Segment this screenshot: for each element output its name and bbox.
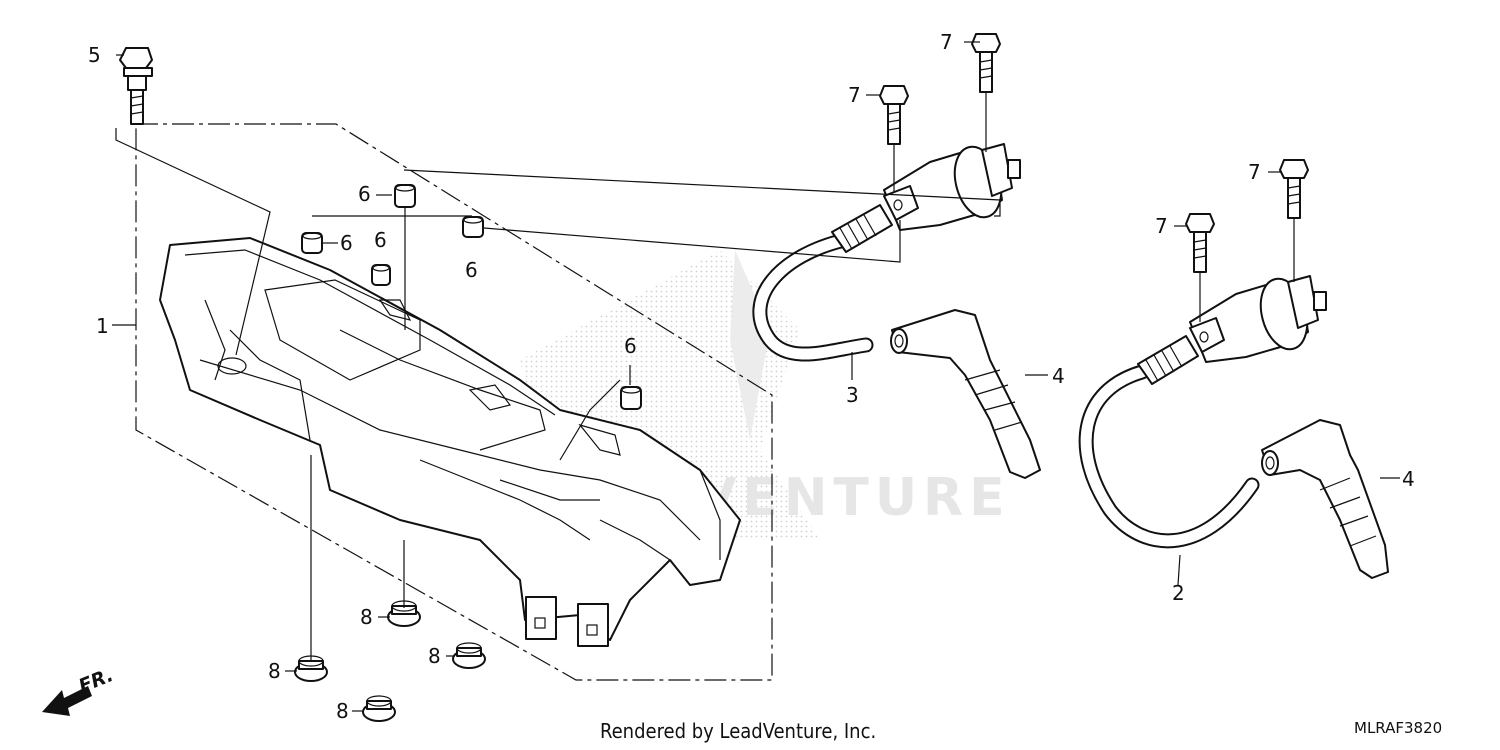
callout-2: 2	[1172, 581, 1185, 605]
callout-7-d: 7	[1155, 214, 1168, 238]
collar-part-6-c	[371, 264, 391, 286]
callout-1: 1	[96, 314, 109, 338]
callouts: 1 2 3 4 4 5 6 6 6 6 6 7 7 7 7 8 8 8 8	[88, 30, 1415, 723]
render-credit: Rendered by LeadVenture, Inc.	[600, 719, 876, 743]
plug-cap-part-4-b	[1261, 419, 1389, 579]
callout-6-e: 6	[624, 334, 637, 358]
ignition-coil-part-2	[1078, 275, 1327, 549]
callout-7-a: 7	[940, 30, 953, 54]
callout-8-b: 8	[268, 659, 281, 683]
leader-lines	[112, 41, 1400, 712]
bolt-part-7-a	[971, 33, 1001, 93]
collar-part-6-d	[462, 216, 484, 238]
nut-part-8-c	[452, 642, 486, 669]
callout-8-c: 8	[428, 644, 441, 668]
callout-4-a: 4	[1052, 364, 1065, 388]
callout-6-b: 6	[340, 231, 353, 255]
bolt-part-7-b	[879, 85, 909, 145]
callout-6-d: 6	[465, 258, 478, 282]
nut-part-8-b	[294, 655, 328, 682]
callout-6-c: 6	[374, 228, 387, 252]
coil-bracket-part-1	[159, 237, 741, 647]
callout-6-a: 6	[358, 182, 371, 206]
callout-3: 3	[846, 383, 859, 407]
assembly-1-enclosure	[135, 123, 773, 681]
callout-5: 5	[88, 43, 101, 67]
ignition-coil-part-3	[752, 143, 1021, 362]
collar-part-6-e	[620, 386, 642, 410]
callout-8-d: 8	[336, 699, 349, 723]
nut-part-8-d	[362, 695, 396, 722]
callout-8-a: 8	[360, 605, 373, 629]
callout-7-b: 7	[848, 83, 861, 107]
bolt-part-7-d	[1185, 213, 1215, 273]
front-direction-arrow: FR.	[42, 664, 116, 716]
collar-part-6-a	[394, 184, 416, 208]
diagram-code: MLRAF3820	[1354, 719, 1442, 737]
bolt-part-7-c	[1279, 159, 1309, 219]
bolt-part-5	[119, 47, 153, 125]
callout-4-b: 4	[1402, 467, 1415, 491]
front-direction-label: FR.	[76, 664, 117, 698]
collar-part-6-b	[301, 232, 323, 254]
plug-cap-part-4-a	[890, 309, 1041, 479]
callout-7-c: 7	[1248, 160, 1261, 184]
